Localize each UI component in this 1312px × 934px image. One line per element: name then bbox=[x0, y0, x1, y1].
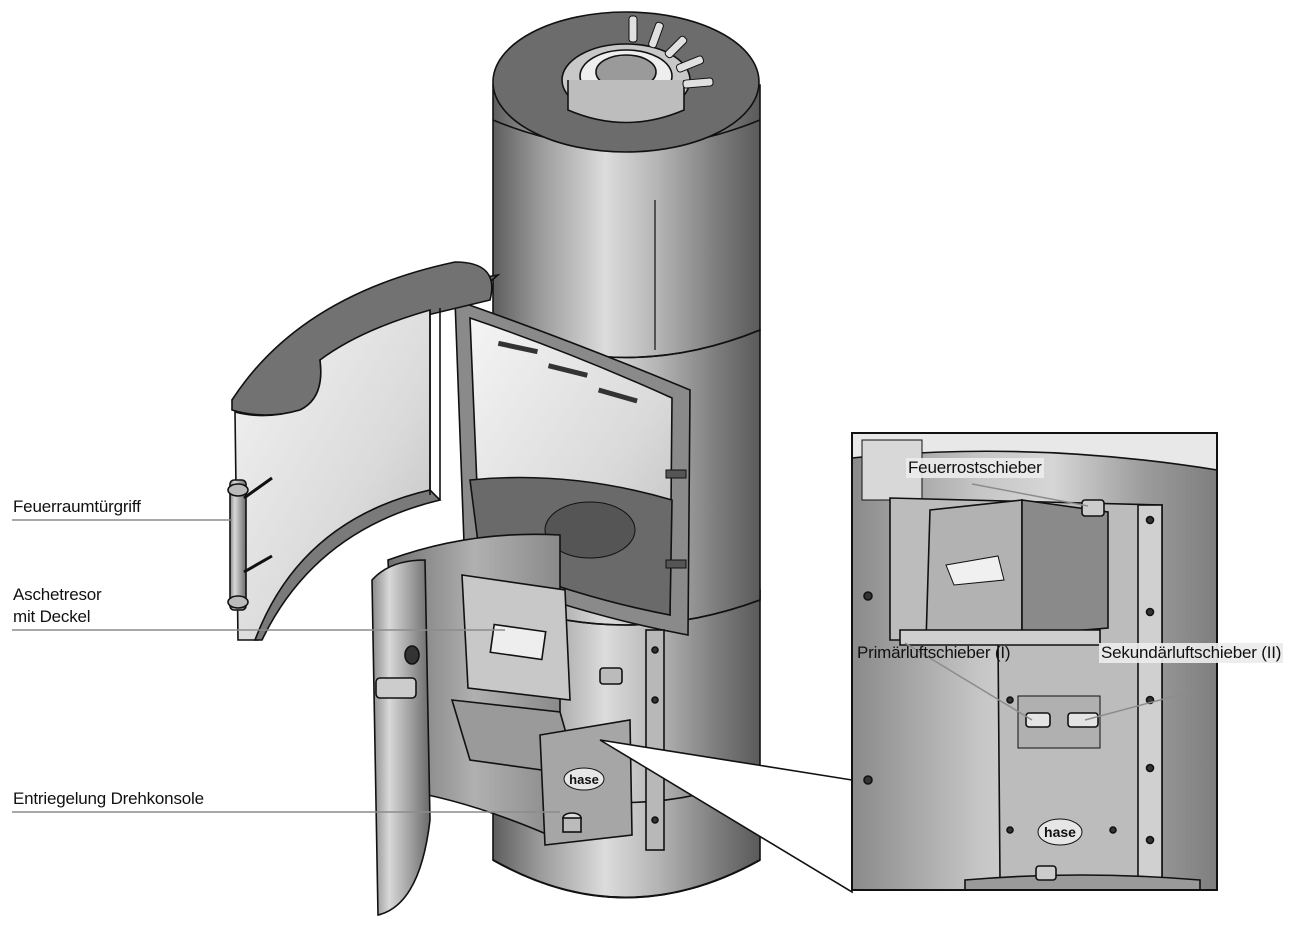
label-aschetresor-line2: mit Deckel bbox=[13, 607, 91, 626]
ash-compartment: hase bbox=[371, 533, 665, 917]
label-feuerrostschieber: Feuerrostschieber bbox=[906, 458, 1044, 478]
logo-detail: hase bbox=[1044, 824, 1076, 840]
leader-primaerluftschieber bbox=[904, 642, 1033, 721]
label-aschetresor-line1: Aschetresor bbox=[13, 585, 102, 604]
label-sekundaerluftschieber: Sekundärluftschieber (II) bbox=[1099, 643, 1284, 663]
leader-lines bbox=[12, 483, 1191, 813]
detail-inset: hase bbox=[851, 432, 1218, 891]
door-handle-icon bbox=[229, 479, 247, 611]
logo-main: hase bbox=[569, 772, 599, 787]
label-entriegelung-drehkonsole: Entriegelung Drehkonsole bbox=[13, 789, 204, 808]
label-feuerraumtuergriff: Feuerraumtürgriff bbox=[13, 497, 141, 516]
label-primaerluftschieber: Primärluftschieber (I) bbox=[857, 643, 1011, 662]
leader-sekundaerluftschieber bbox=[1084, 691, 1191, 721]
firebox-door bbox=[227, 261, 501, 641]
leader-feuerrostschieber bbox=[971, 483, 1089, 507]
